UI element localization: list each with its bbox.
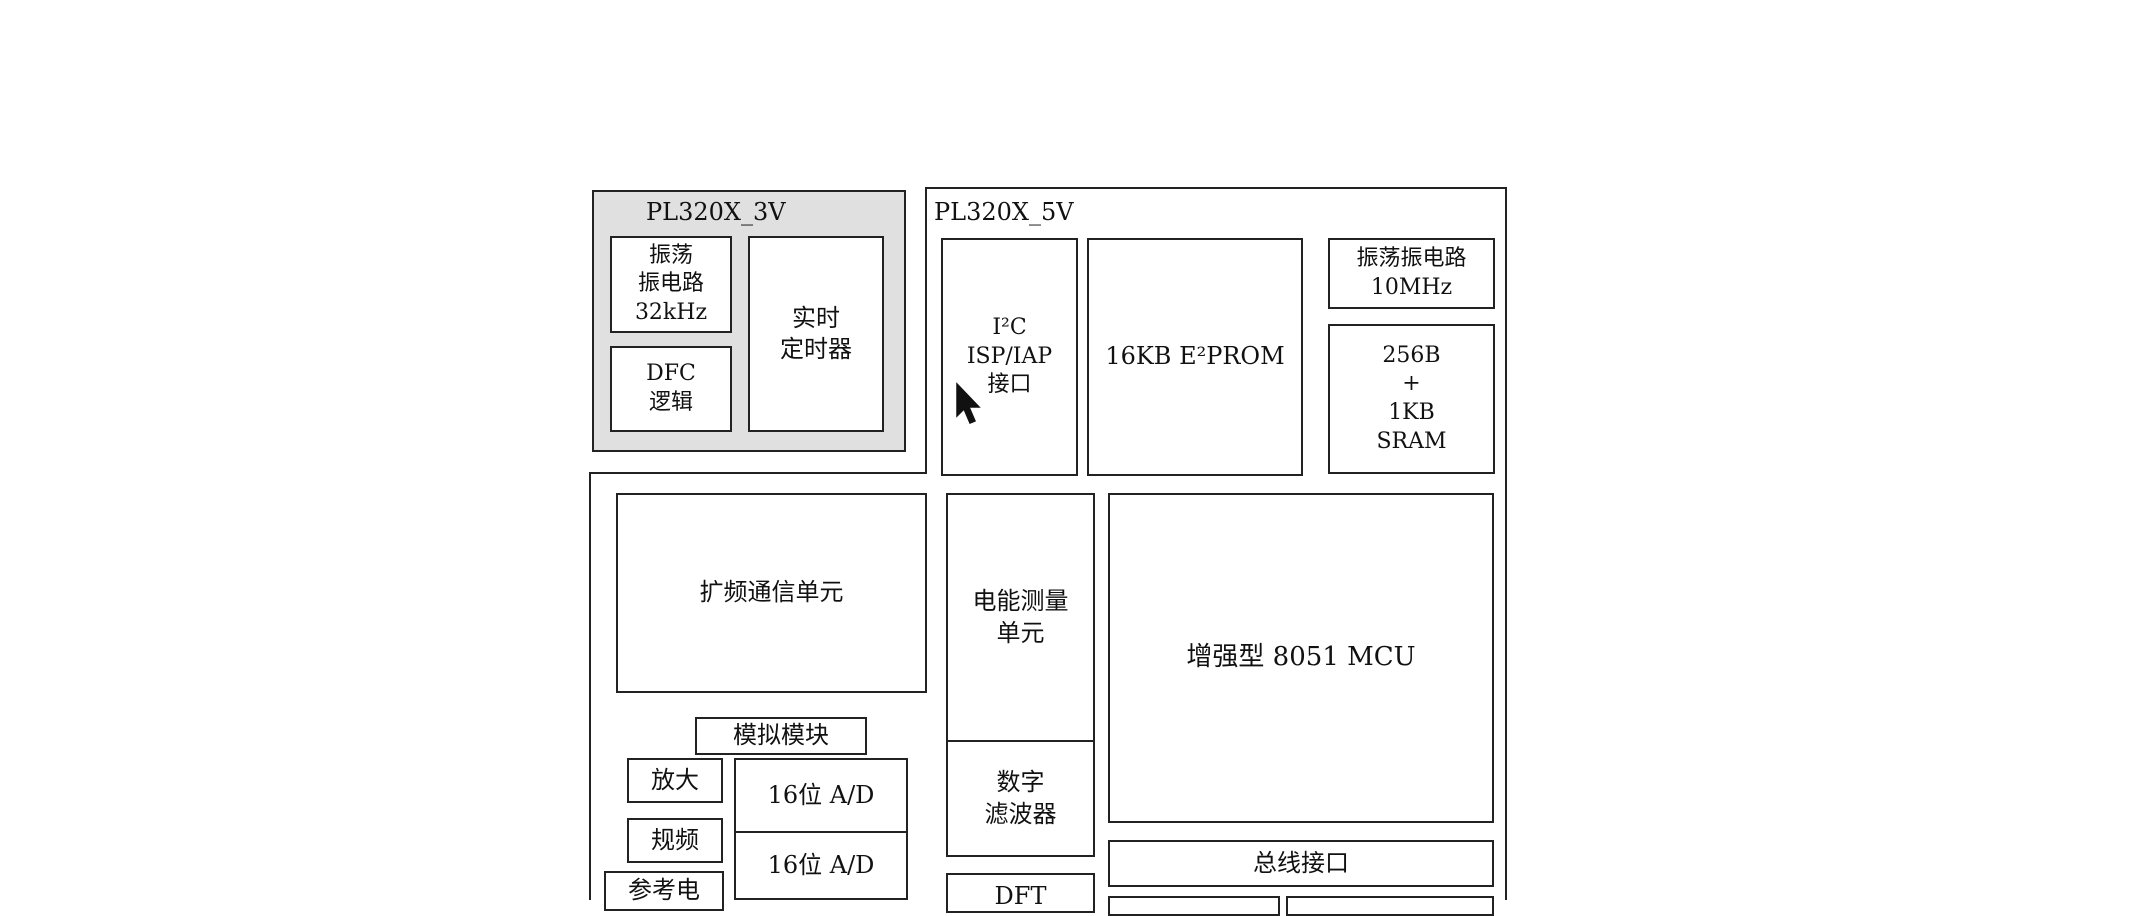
oscillator-10mhz-block: 振荡振电路 10MHz xyxy=(1328,238,1495,309)
partial-block-left xyxy=(1108,896,1280,916)
spread-spectrum-comm-block: 扩频通信单元 xyxy=(616,493,927,693)
energy-measurement-block: 电能测量 单元 xyxy=(946,493,1095,742)
ad-16bit-block-2: 16位 A/D xyxy=(734,831,908,900)
sram-block: 256B + 1KB SRAM xyxy=(1328,324,1495,474)
i2c-isp-iap-interface-block: I²C ISP/IAP 接口 xyxy=(941,238,1078,476)
dft-block: DFT xyxy=(946,873,1095,913)
mouse-cursor-icon xyxy=(956,382,981,424)
eeprom-16kb-block: 16KB E²PROM xyxy=(1087,238,1303,476)
sampling-block: 规频 xyxy=(627,818,723,863)
pl320x-3v-title: PL320X_3V xyxy=(646,198,786,226)
oscillator-32khz-block: 振荡 振电路 32kHz xyxy=(610,236,732,333)
amplify-block: 放大 xyxy=(627,758,723,803)
digital-filter-block: 数字 滤波器 xyxy=(946,740,1095,857)
pl320x-5v-title: PL320X_5V xyxy=(934,198,1074,226)
partial-block-right xyxy=(1286,896,1494,916)
reference-voltage-block: 参考电 xyxy=(604,871,724,911)
dfc-logic-block: DFC 逻辑 xyxy=(610,346,732,432)
bus-interface-block: 总线接口 xyxy=(1108,840,1494,887)
real-time-clock-block: 实时 定时器 xyxy=(748,236,884,432)
ad-16bit-block-1: 16位 A/D xyxy=(734,758,908,833)
enhanced-8051-mcu-block: 增强型 8051 MCU xyxy=(1108,493,1494,823)
analog-module-block: 模拟模块 xyxy=(695,717,867,755)
